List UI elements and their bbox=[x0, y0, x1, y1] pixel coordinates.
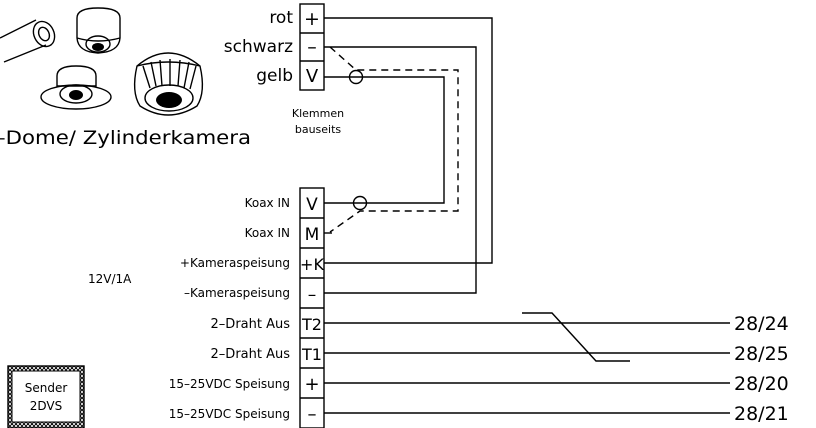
camera-illustrations: –Dome/ Zylinderkamera bbox=[0, 7, 251, 149]
top-terminal-block: + – V rot schwarz gelb Klemmen bauseits bbox=[224, 3, 344, 136]
terminal-symbol-1: V bbox=[306, 195, 318, 215]
cylinder-camera-icon bbox=[0, 19, 56, 63]
top-terminal-symbol-1: + bbox=[304, 8, 320, 30]
dome-camera-icon bbox=[133, 52, 204, 116]
mini-dome-camera-icon bbox=[76, 7, 121, 54]
terminal-symbol-3: +K bbox=[300, 255, 324, 274]
terminal-symbol-6: T1 bbox=[301, 345, 322, 364]
top-terminal-symbol-3: V bbox=[306, 66, 319, 87]
sender-label-line2: 2DVS bbox=[30, 399, 63, 413]
sender-box: Sender 2DVS bbox=[7, 365, 85, 428]
target-label-28-20: 28/20 bbox=[734, 373, 789, 395]
wire-label-schwarz: schwarz bbox=[224, 37, 293, 57]
target-label-28-25: 28/25 bbox=[734, 343, 789, 365]
terminal-symbol-5: T2 bbox=[301, 315, 322, 334]
terminal-label-plus-kamera: +Kameraspeisung bbox=[180, 256, 290, 270]
terminal-label-koax-v: Koax IN bbox=[245, 196, 290, 210]
klemmen-label-line2: bauseits bbox=[295, 123, 342, 136]
klemmen-label-line1: Klemmen bbox=[292, 107, 344, 120]
terminal-label-t1: 2–Draht Aus bbox=[211, 347, 291, 362]
power-label: 12V/1A bbox=[88, 272, 132, 286]
terminal-symbol-2: M bbox=[305, 225, 320, 245]
wiring: 28/24 28/25 28/20 28/21 bbox=[324, 17, 789, 425]
terminal-label-speisung-plus: 15–25VDC Speisung bbox=[169, 377, 290, 391]
terminal-symbol-7: + bbox=[304, 374, 319, 395]
wire-label-rot: rot bbox=[269, 8, 293, 28]
terminal-label-speisung-minus: 15–25VDC Speisung bbox=[169, 407, 290, 421]
terminal-symbol-8: – bbox=[308, 404, 317, 425]
camera-title: –Dome/ Zylinderkamera bbox=[0, 127, 251, 149]
terminal-label-koax-m: Koax IN bbox=[245, 226, 290, 240]
target-label-28-21: 28/21 bbox=[734, 403, 789, 425]
terminal-symbol-4: – bbox=[308, 285, 317, 305]
terminal-label-t2: 2–Draht Aus bbox=[211, 317, 291, 332]
top-terminal-symbol-2: – bbox=[307, 36, 317, 58]
terminal-label-minus-kamera: –Kameraspeisung bbox=[184, 286, 290, 300]
bottom-terminal-block: V M +K – T2 T1 + – Koax IN Koax IN +Kame… bbox=[88, 187, 325, 428]
ceiling-dome-camera-icon bbox=[40, 65, 112, 110]
sender-label-line1: Sender bbox=[25, 381, 68, 395]
wire-label-gelb: gelb bbox=[256, 66, 293, 86]
target-label-28-24: 28/24 bbox=[734, 313, 789, 335]
